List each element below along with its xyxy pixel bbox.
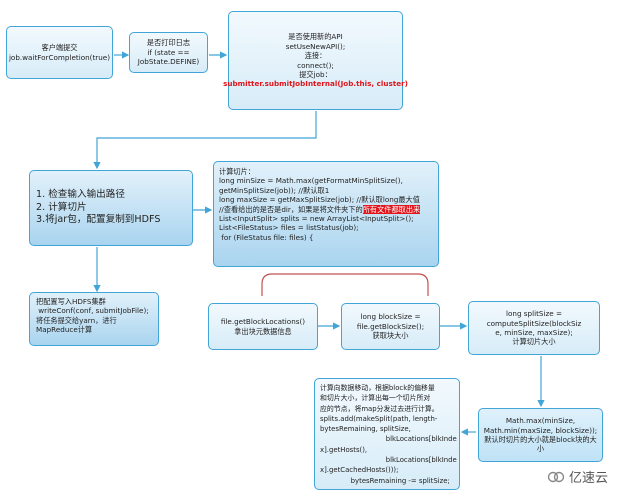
split-calc-line-4: long maxSize = getMaxSplitSize(job); //默…	[219, 195, 420, 205]
brace	[261, 273, 429, 296]
cloud-logo-icon	[547, 471, 565, 482]
split-loop-line-5: bytesRemaining, splitSize,	[320, 425, 411, 434]
split-loop-line-9: x].getCachedHosts()));	[320, 466, 399, 475]
new-api-line-2: setUseNewAPI();	[285, 41, 346, 51]
max-min-line-1: Math.max(minSize,	[505, 416, 576, 426]
print-log-line-3: JobState.DEFINE)	[137, 57, 200, 67]
split-loop-line-3: 应的节点，将map分发过去进行计算。	[320, 404, 439, 413]
block-size-line-3: 获取块大小	[372, 331, 409, 341]
split-calc-line-2: long minSize = Math.max(getFormatMinSpli…	[219, 176, 403, 186]
client-submit-line-2: job.waitForCompletion(true)	[8, 52, 111, 62]
split-calc-dir-highlight: 所有文件都取出来	[362, 204, 421, 214]
check-steps-line-3: 3.将jar包，配置复制到HDFS	[36, 214, 161, 226]
split-calc-line-8: for (FileStatus file: files) {	[219, 232, 314, 242]
split-calc-line-1: 计算切片：	[219, 167, 255, 176]
new-api-line-4: connect();	[297, 60, 334, 70]
split-loop-line-10: bytesRemaining -= splitSize;	[320, 476, 450, 485]
max-min-line-4: 小	[536, 444, 545, 454]
split-calc-line-7: List<FileStatus> files = listStatus(job)…	[219, 223, 359, 233]
split-calc-line-6: List<InputSplit> splits = new ArrayList<…	[219, 214, 414, 224]
split-calc-node: 计算切片： long minSize = Math.max(getFormatM…	[213, 161, 439, 267]
client-submit-line-1: 客户端提交	[41, 43, 78, 53]
max-min-node: Math.max(minSize, Math.min(maxSize, bloc…	[478, 408, 603, 462]
block-locations-line-1: file.getBlockLocations()	[220, 317, 306, 327]
print-log-line-1: 是否打印日志	[146, 38, 191, 48]
write-conf-line-1: 把配置写入HDFS集群	[36, 297, 106, 306]
max-min-line-2: Math.min(maxSize, blockSize));	[483, 425, 598, 435]
check-steps-node: 1. 检查输入输出路径 2. 计算切片 3.将jar包，配置复制到HDFS	[29, 170, 193, 246]
block-locations-node: file.getBlockLocations() 拿出块元数据信息	[208, 303, 318, 350]
split-size-line-3: e, minSize, maxSize);	[495, 328, 573, 337]
max-min-line-3: 默认时切片的大小就是block块的大	[484, 435, 597, 444]
write-conf-line-2: writeConf(conf, submitJobFile);	[36, 306, 149, 316]
new-api-node: 是否使用新的API setUseNewAPI(); 连接： connect();…	[223, 11, 408, 110]
block-size-node: long blockSize = file.getBlockSize(); 获取…	[341, 303, 440, 350]
print-log-line-2: if (state ==	[147, 47, 190, 57]
submit-job-internal-call: submitter.submitJobInternal(Job.this, cl…	[223, 79, 408, 89]
split-calc-line-3: getMinSplitSize(job)); //默认取1	[219, 185, 330, 195]
watermark: 亿速云	[547, 467, 608, 486]
arrow-api-to-steps	[93, 111, 317, 170]
split-calc-dir-prefix: //查看给出的是否是dir，如果是将文件夹下的	[219, 204, 363, 214]
split-loop-line-2: 和切片大小，计算出每一个切片所对	[320, 394, 431, 403]
split-size-line-1: long splitSize =	[506, 309, 562, 319]
watermark-text: 亿速云	[568, 471, 608, 486]
block-size-line-1: long blockSize =	[360, 312, 421, 322]
print-log-node: 是否打印日志 if (state == JobState.DEFINE)	[129, 32, 208, 73]
write-conf-line-4: MapReduce计算	[36, 325, 93, 335]
block-locations-line-2: 拿出块元数据信息	[234, 326, 292, 336]
new-api-line-5: 提交job：	[299, 69, 332, 79]
split-loop-line-1: 计算向数据移动，根据block的偏移量	[320, 384, 435, 392]
split-loop-line-6: blkLocations[blkInde	[320, 435, 457, 444]
split-size-line-2: computeSplitSize(blockSiz	[486, 318, 582, 328]
check-steps-line-2: 2. 计算切片	[36, 201, 87, 213]
new-api-line-3: 连接：	[304, 51, 327, 61]
split-loop-line-8: blkLocations[blkInde	[320, 456, 457, 465]
check-steps-line-1: 1. 检查输入输出路径	[36, 189, 125, 201]
block-size-line-2: file.getBlockSize();	[356, 321, 425, 331]
split-size-node: long splitSize = computeSplitSize(blockS…	[468, 301, 600, 355]
client-submit-node: 客户端提交 job.waitForCompletion(true)	[6, 26, 113, 79]
split-loop-line-7: x].getHosts(),	[320, 445, 368, 454]
split-calc-dir-line: //查看给出的是否是dir，如果是将文件夹下的所有文件都取出来	[219, 204, 433, 214]
write-conf-line-3: 将任务提交给yarn，进行	[36, 315, 117, 325]
write-conf-node: 把配置写入HDFS集群 writeConf(conf, submitJobFil…	[29, 292, 159, 346]
split-loop-node: 计算向数据移动，根据block的偏移量 和切片大小，计算出每一个切片所对 应的节…	[314, 378, 460, 490]
split-loop-line-4: splits.add(makeSplit(path, length-	[320, 414, 438, 423]
split-size-line-4: 计算切片大小	[512, 337, 556, 347]
new-api-line-1: 是否使用新的API	[288, 32, 343, 42]
